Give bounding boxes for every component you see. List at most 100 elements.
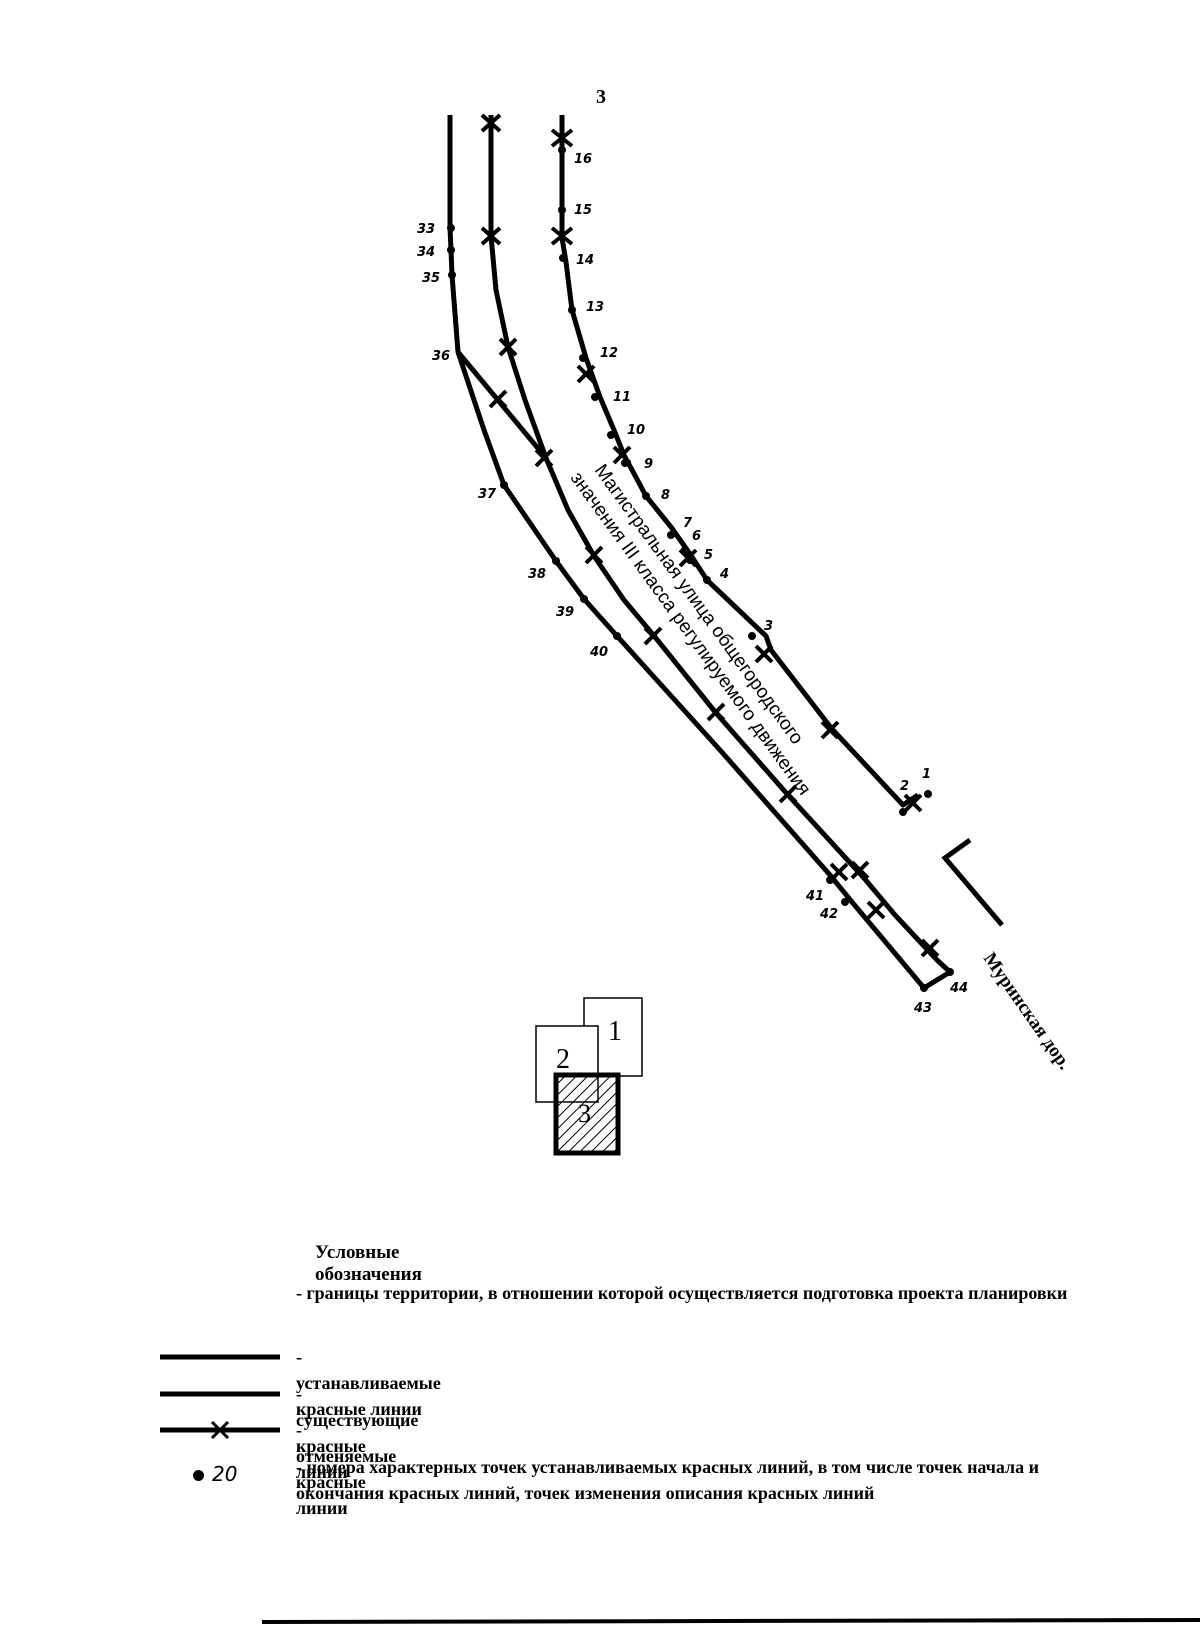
point-label-40: 40 — [589, 645, 608, 660]
point-dot-42 — [841, 898, 849, 906]
point-dot-37 — [500, 481, 508, 489]
point-label-2: 2 — [900, 779, 909, 794]
point-label-13: 13 — [586, 300, 604, 315]
point-dot-12 — [579, 354, 587, 362]
point-dot-10 — [607, 431, 615, 439]
legend-boundary-text: - границы территории, в отношении которо… — [296, 1283, 1068, 1303]
legend-point-example: 20 — [212, 1462, 238, 1486]
point-dot-2 — [899, 808, 907, 816]
point-dot-5 — [686, 556, 694, 564]
point-dot-34 — [447, 246, 455, 254]
point-label-6: 6 — [692, 529, 701, 544]
point-label-15: 15 — [574, 203, 592, 218]
point-dot-8 — [642, 492, 650, 500]
cancel-mark — [903, 793, 923, 813]
point-dot-15 — [558, 206, 566, 214]
index-label-3: 3 — [578, 1099, 591, 1128]
cancel-mark — [550, 226, 574, 246]
cancel-mark — [850, 860, 870, 880]
cancel-mark — [488, 389, 508, 409]
road-edge — [941, 837, 1004, 927]
index-sheet-3 — [553, 1072, 621, 1156]
cancel-mark — [754, 644, 774, 664]
point-label-7: 7 — [683, 516, 693, 531]
point-dot-41 — [826, 876, 834, 884]
cancel-mark — [920, 938, 940, 958]
point-label-9: 9 — [644, 457, 653, 472]
point-dots — [447, 146, 954, 992]
cancel-mark — [498, 337, 518, 357]
point-label-33: 33 — [417, 222, 435, 237]
sheet-number: 3 — [596, 86, 606, 108]
point-dot-14 — [559, 254, 567, 262]
cancel-mark — [576, 364, 596, 384]
point-label-5: 5 — [704, 548, 713, 563]
legend-cancelled-text: - отменяемые красные линии — [296, 1420, 397, 1518]
point-label-43: 43 — [913, 1001, 932, 1016]
legend-existing-text: - существующие красные линии — [296, 1384, 419, 1482]
point-label-35: 35 — [422, 271, 440, 286]
point-label-8: 8 — [661, 488, 670, 503]
point-label-10: 10 — [627, 423, 645, 438]
cancel-mark — [820, 720, 840, 740]
red-line-left — [447, 115, 952, 991]
point-dot-40 — [613, 632, 621, 640]
cancel-mark — [534, 448, 554, 468]
cancel-mark — [480, 226, 502, 246]
point-label-42: 42 — [819, 907, 838, 922]
point-dot-33 — [447, 224, 455, 232]
point-label-37: 37 — [478, 487, 497, 502]
point-dot-11 — [591, 393, 599, 401]
point-label-12: 12 — [600, 346, 618, 361]
legend-point-numbers-text: - номера характерных точек устанавливаем… — [296, 1457, 1039, 1503]
point-label-41: 41 — [805, 889, 824, 904]
legend-symbols — [160, 1354, 280, 1440]
point-label-39: 39 — [556, 605, 574, 620]
cancel-mark — [643, 626, 663, 646]
point-label-1: 1 — [922, 767, 931, 782]
legend-title: Условные обозначения — [315, 1242, 422, 1285]
point-label-14: 14 — [576, 253, 594, 268]
point-label-36: 36 — [432, 349, 450, 364]
point-dot-6 — [681, 546, 689, 554]
sheet-index-map: 1 2 3 — [535, 997, 643, 1156]
cancel-mark — [480, 113, 502, 133]
point-label-34: 34 — [417, 245, 435, 260]
point-dot-16 — [558, 146, 566, 154]
point-label-11: 11 — [613, 390, 631, 405]
point-labels: 16 15 14 13 12 11 10 9 8 7 6 5 4 3 2 1 3… — [417, 152, 968, 1016]
point-dot-4 — [703, 576, 711, 584]
point-dot-7 — [667, 531, 675, 539]
cancel-mark — [829, 862, 849, 882]
point-dot-13 — [568, 306, 576, 314]
cancel-marks — [480, 113, 940, 958]
legend-established-text: - устанавливаемые красные линии — [296, 1347, 441, 1419]
cancel-mark — [550, 128, 574, 148]
point-dot-35 — [448, 271, 456, 279]
cancel-mark — [778, 784, 798, 804]
page-bottom-rule — [261, 1618, 1200, 1624]
point-label-38: 38 — [528, 567, 546, 582]
legend-point-dot — [193, 1470, 204, 1481]
legend-cancelled-mark-b — [210, 1420, 230, 1440]
point-label-44: 44 — [949, 981, 968, 996]
road-label: Муринская дор. — [979, 949, 1075, 1074]
cancel-mark — [706, 702, 726, 722]
point-dot-43 — [920, 984, 928, 992]
point-dot-9 — [621, 459, 629, 467]
point-label-3: 3 — [764, 619, 773, 634]
point-dot-38 — [552, 557, 560, 565]
cancel-mark — [584, 545, 604, 565]
index-label-1: 1 — [608, 1016, 622, 1047]
cancel-mark — [866, 900, 886, 920]
street-label-line1: Магистральная улица общегородского — [590, 461, 807, 749]
red-line-middle-cancelled — [488, 115, 952, 974]
point-dot-1 — [924, 790, 932, 798]
point-label-16: 16 — [574, 152, 592, 167]
point-dot-44 — [946, 968, 954, 976]
index-label-2: 2 — [556, 1044, 570, 1075]
point-dot-3 — [748, 632, 756, 640]
point-dot-39 — [580, 595, 588, 603]
point-label-4: 4 — [719, 567, 729, 582]
